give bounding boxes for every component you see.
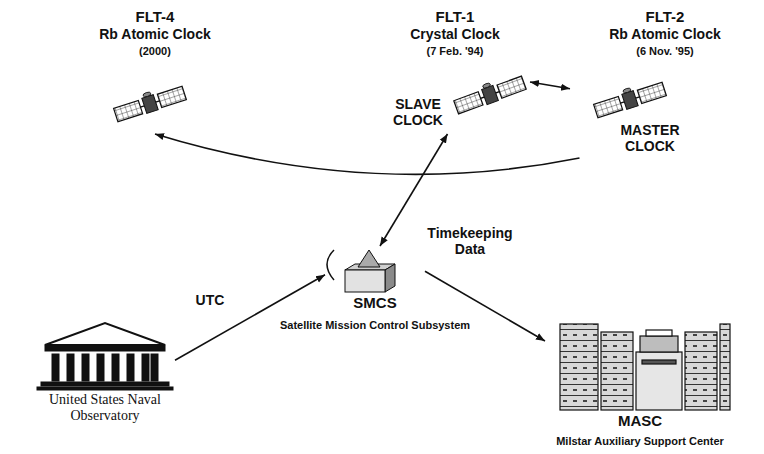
node-caption: MASTER CLOCK (600, 122, 700, 154)
support-center-node: MASCMilstar Auxiliary Support Center (545, 318, 735, 433)
connector-arrow (175, 275, 325, 360)
node-title: United States Naval Observatory (35, 392, 175, 424)
connector-arrow (530, 82, 570, 89)
node-caption: Milstar Auxiliary Support Center (530, 435, 750, 448)
node-caption: Rb Atomic Clock (85, 26, 225, 42)
station-box (345, 270, 385, 292)
satellite-icon (112, 81, 187, 122)
connector-arrow (155, 134, 580, 174)
station-node: SMCSSatellite Mission Control Subsystem (325, 246, 425, 318)
node-caption: SLAVE CLOCK (380, 96, 456, 128)
edge-label: UTC (178, 292, 242, 308)
node-title: FLT-2 (570, 8, 760, 25)
satellite-node: FLT-4Rb Atomic Clock (2000) (85, 4, 225, 134)
satellite-node: FLT-2Rb Atomic Clock (6 Nov. '95) MASTER C… (570, 4, 760, 158)
node-caption: (7 Feb. '94) (380, 45, 530, 58)
node-title: FLT-1 (380, 8, 530, 25)
node-caption: Satellite Mission Control Subsystem (235, 319, 515, 332)
edge-label: Timekeeping Data (413, 225, 527, 257)
station-dish (358, 250, 380, 267)
node-caption: Crystal Clock (380, 26, 530, 42)
station-box-side (385, 264, 395, 292)
node-title: SMCS (325, 294, 425, 311)
satellite-node: FLT-1Crystal Clock (7 Feb. '94) SLAVE CLOC… (380, 4, 530, 134)
observatory-node: United States Naval Observatory (35, 320, 175, 435)
node-caption: Rb Atomic Clock (570, 26, 760, 42)
node-title: FLT-4 (85, 8, 225, 25)
satellite-icon (452, 71, 526, 114)
node-caption: (6 Nov. '95) (570, 45, 760, 58)
satellite-icon (592, 77, 667, 118)
computer-cabinets (560, 324, 730, 410)
antenna-arc (327, 250, 334, 280)
node-title: MASC (545, 412, 735, 429)
observatory-building (37, 323, 173, 390)
node-caption: (2000) (85, 45, 225, 58)
